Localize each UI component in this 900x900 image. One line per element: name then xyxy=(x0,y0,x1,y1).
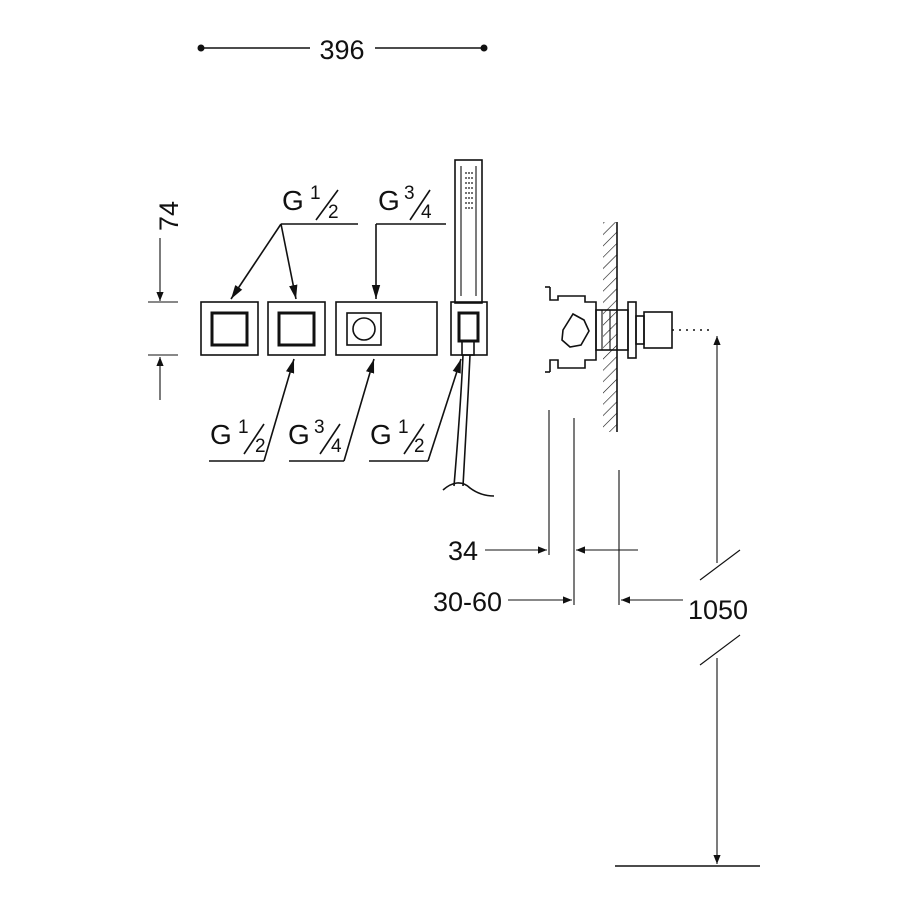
hand-shower xyxy=(442,159,495,497)
thread-label-numerator: 3 xyxy=(404,183,415,204)
width-dimension-label: 396 xyxy=(319,35,364,65)
wall-depth-label: 34 xyxy=(448,536,478,566)
thread-callout-top-left: G 1 2 xyxy=(230,183,358,300)
valve-plate-1 xyxy=(200,301,259,356)
thread-label-numerator: 1 xyxy=(310,183,321,204)
thread-callout-bottom-2: G 3 4 xyxy=(288,358,375,462)
thread-label-numerator: 3 xyxy=(314,417,325,438)
valve-body-side-view xyxy=(545,286,714,373)
thread-label-g: G xyxy=(210,419,232,450)
thread-callout-bottom-3: G 1 2 xyxy=(369,358,462,462)
thread-label-numerator: 1 xyxy=(398,417,409,438)
thread-label-g: G xyxy=(370,419,392,450)
install-height-dimension: 1050 xyxy=(615,336,760,867)
height-dimension-74: 74 xyxy=(148,201,184,400)
thread-callout-top-right: G 3 4 xyxy=(371,183,446,299)
install-height-label: 1050 xyxy=(688,595,748,625)
thread-label-denominator: 2 xyxy=(414,436,425,457)
depth-dimensions: 34 30-60 xyxy=(433,410,683,617)
thermostatic-mixer-plate xyxy=(335,301,438,356)
adjust-range-label: 30-60 xyxy=(433,587,502,617)
thread-label-denominator: 4 xyxy=(331,436,342,457)
height-dimension-label: 74 xyxy=(154,201,184,231)
thread-label-denominator: 2 xyxy=(328,202,339,223)
thread-label-g: G xyxy=(282,185,304,216)
thread-label-denominator: 4 xyxy=(421,202,432,223)
shower-head-nozzles xyxy=(465,172,473,209)
thread-label-g: G xyxy=(288,419,310,450)
thread-label-denominator: 2 xyxy=(255,436,266,457)
thread-label-g: G xyxy=(378,185,400,216)
width-dimension: 396 xyxy=(197,35,488,65)
thread-label-numerator: 1 xyxy=(238,417,249,438)
thread-callout-bottom-1: G 1 2 xyxy=(209,358,295,462)
valve-plate-2 xyxy=(267,301,326,356)
